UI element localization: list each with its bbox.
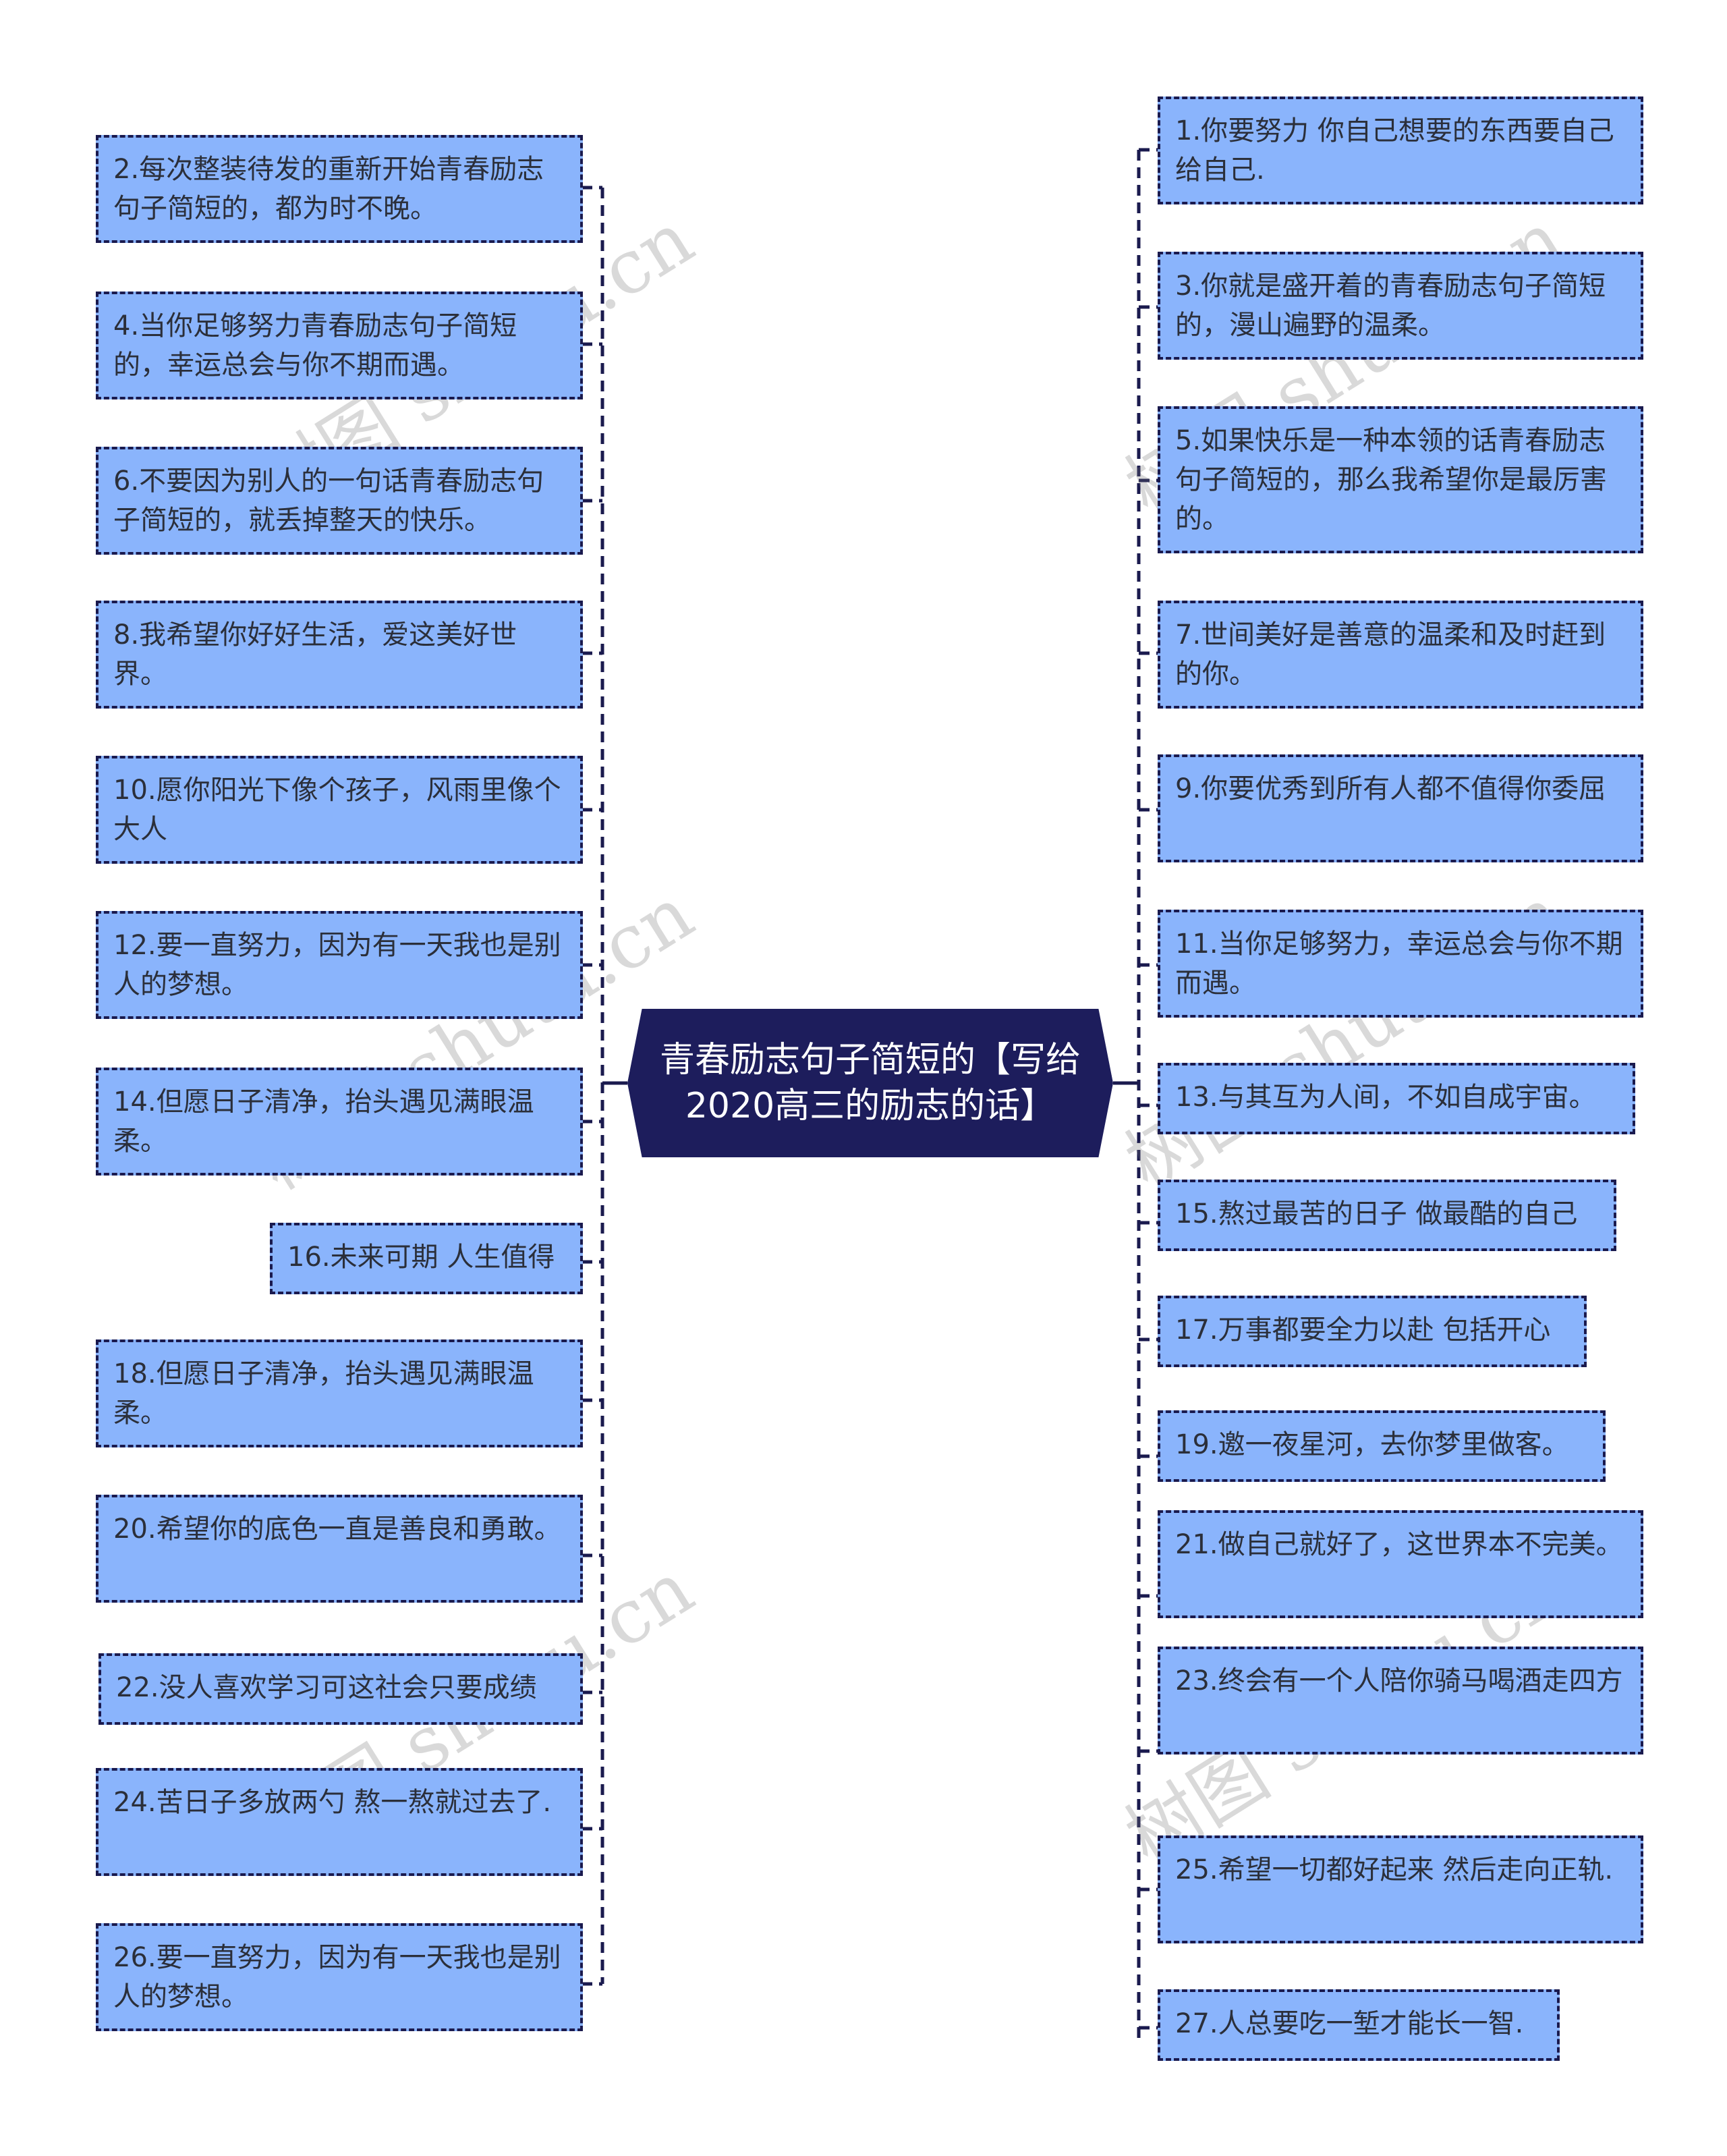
branch-label: 16.未来可期 人生值得: [287, 1242, 555, 1273]
branch-node-2[interactable]: 2.每次整装待发的重新开始青春励志句子简短的，都为时不晚。: [96, 135, 583, 243]
branch-label: 14.但愿日子清净，抬头遇见满眼温柔。: [113, 1086, 534, 1157]
branch-node-10[interactable]: 10.愿你阳光下像个孩子，风雨里像个大人: [96, 756, 583, 864]
branch-node-17[interactable]: 17.万事都要全力以赴 包括开心: [1158, 1296, 1587, 1367]
branch-node-27[interactable]: 27.人总要吃一堑才能长一智.: [1158, 1989, 1560, 2061]
branch-node-5[interactable]: 5.如果快乐是一种本领的话青春励志句子简短的，那么我希望你是最厉害的。: [1158, 406, 1643, 553]
branch-label: 9.你要优秀到所有人都不值得你委屈: [1175, 773, 1606, 804]
branch-node-8[interactable]: 8.我希望你好好生活，爱这美好世界。: [96, 601, 583, 709]
branch-node-9[interactable]: 9.你要优秀到所有人都不值得你委屈: [1158, 754, 1643, 862]
branch-label: 18.但愿日子清净，抬头遇见满眼温柔。: [113, 1358, 534, 1429]
branch-node-25[interactable]: 25.希望一切都好起来 然后走向正轨.: [1158, 1835, 1643, 1943]
branch-node-23[interactable]: 23.终会有一个人陪你骑马喝酒走四方: [1158, 1647, 1643, 1754]
branch-label: 25.希望一切都好起来 然后走向正轨.: [1175, 1854, 1614, 1885]
branch-label: 10.愿你阳光下像个孩子，风雨里像个大人: [113, 775, 561, 845]
branch-node-19[interactable]: 19.邀一夜星河，去你梦里做客。: [1158, 1410, 1606, 1482]
branch-label: 8.我希望你好好生活，爱这美好世界。: [113, 619, 517, 690]
branch-node-18[interactable]: 18.但愿日子清净，抬头遇见满眼温柔。: [96, 1339, 583, 1447]
branch-node-20[interactable]: 20.希望你的底色一直是善良和勇敢。: [96, 1495, 583, 1603]
branch-node-3[interactable]: 3.你就是盛开着的青春励志句子简短的，漫山遍野的温柔。: [1158, 252, 1643, 360]
branch-label: 27.人总要吃一堑才能长一智.: [1175, 2008, 1524, 2039]
branch-node-12[interactable]: 12.要一直努力，因为有一天我也是别人的梦想。: [96, 911, 583, 1019]
central-topic-label: 青春励志句子简短的【写给2020高三的励志的话】: [659, 1040, 1081, 1126]
branch-label: 5.如果快乐是一种本领的话青春励志句子简短的，那么我希望你是最厉害的。: [1175, 425, 1607, 534]
branch-node-4[interactable]: 4.当你足够努力青春励志句子简短的，幸运总会与你不期而遇。: [96, 292, 583, 399]
branch-label: 2.每次整装待发的重新开始青春励志句子简短的，都为时不晚。: [113, 154, 544, 224]
branch-node-11[interactable]: 11.当你足够努力，幸运总会与你不期而遇。: [1158, 910, 1643, 1018]
central-topic-node[interactable]: 青春励志句子简短的【写给2020高三的励志的话】: [627, 1009, 1113, 1157]
branch-label: 24.苦日子多放两勺 熬一熬就过去了.: [113, 1787, 552, 1818]
branch-label: 1.你要努力 你自己想要的东西要自己给自己.: [1175, 115, 1614, 186]
branch-label: 19.邀一夜星河，去你梦里做客。: [1175, 1429, 1569, 1460]
branch-node-1[interactable]: 1.你要努力 你自己想要的东西要自己给自己.: [1158, 96, 1643, 204]
branch-node-14[interactable]: 14.但愿日子清净，抬头遇见满眼温柔。: [96, 1068, 583, 1176]
branch-label: 12.要一直努力，因为有一天我也是别人的梦想。: [113, 930, 561, 1000]
branch-node-21[interactable]: 21.做自己就好了，这世界本不完美。: [1158, 1510, 1643, 1618]
branch-label: 15.熬过最苦的日子 做最酷的自己: [1175, 1198, 1578, 1229]
branch-label: 26.要一直努力，因为有一天我也是别人的梦想。: [113, 1942, 561, 2012]
branch-label: 17.万事都要全力以赴 包括开心: [1175, 1315, 1551, 1346]
branch-label: 3.你就是盛开着的青春励志句子简短的，漫山遍野的温柔。: [1175, 271, 1606, 341]
branch-node-22[interactable]: 22.没人喜欢学习可这社会只要成绩: [98, 1653, 583, 1725]
branch-label: 20.希望你的底色一直是善良和勇敢。: [113, 1514, 561, 1545]
branch-label: 6.不要因为别人的一句话青春励志句子简短的，就丢掉整天的快乐。: [113, 466, 544, 536]
branch-node-13[interactable]: 13.与其互为人间，不如自成宇宙。: [1158, 1063, 1635, 1134]
branch-label: 22.没人喜欢学习可这社会只要成绩: [116, 1672, 537, 1703]
branch-label: 4.当你足够努力青春励志句子简短的，幸运总会与你不期而遇。: [113, 310, 517, 381]
branch-label: 11.当你足够努力，幸运总会与你不期而遇。: [1175, 929, 1623, 999]
branch-node-16[interactable]: 16.未来可期 人生值得: [270, 1223, 583, 1294]
branch-label: 21.做自己就好了，这世界本不完美。: [1175, 1529, 1623, 1560]
branch-label: 23.终会有一个人陪你骑马喝酒走四方: [1175, 1665, 1623, 1696]
branch-node-26[interactable]: 26.要一直努力，因为有一天我也是别人的梦想。: [96, 1923, 583, 2031]
branch-label: 13.与其互为人间，不如自成宇宙。: [1175, 1082, 1596, 1113]
branch-label: 7.世间美好是善意的温柔和及时赶到的你。: [1175, 619, 1606, 690]
branch-node-7[interactable]: 7.世间美好是善意的温柔和及时赶到的你。: [1158, 601, 1643, 709]
branch-node-24[interactable]: 24.苦日子多放两勺 熬一熬就过去了.: [96, 1768, 583, 1876]
branch-node-6[interactable]: 6.不要因为别人的一句话青春励志句子简短的，就丢掉整天的快乐。: [96, 447, 583, 555]
branch-node-15[interactable]: 15.熬过最苦的日子 做最酷的自己: [1158, 1180, 1616, 1251]
